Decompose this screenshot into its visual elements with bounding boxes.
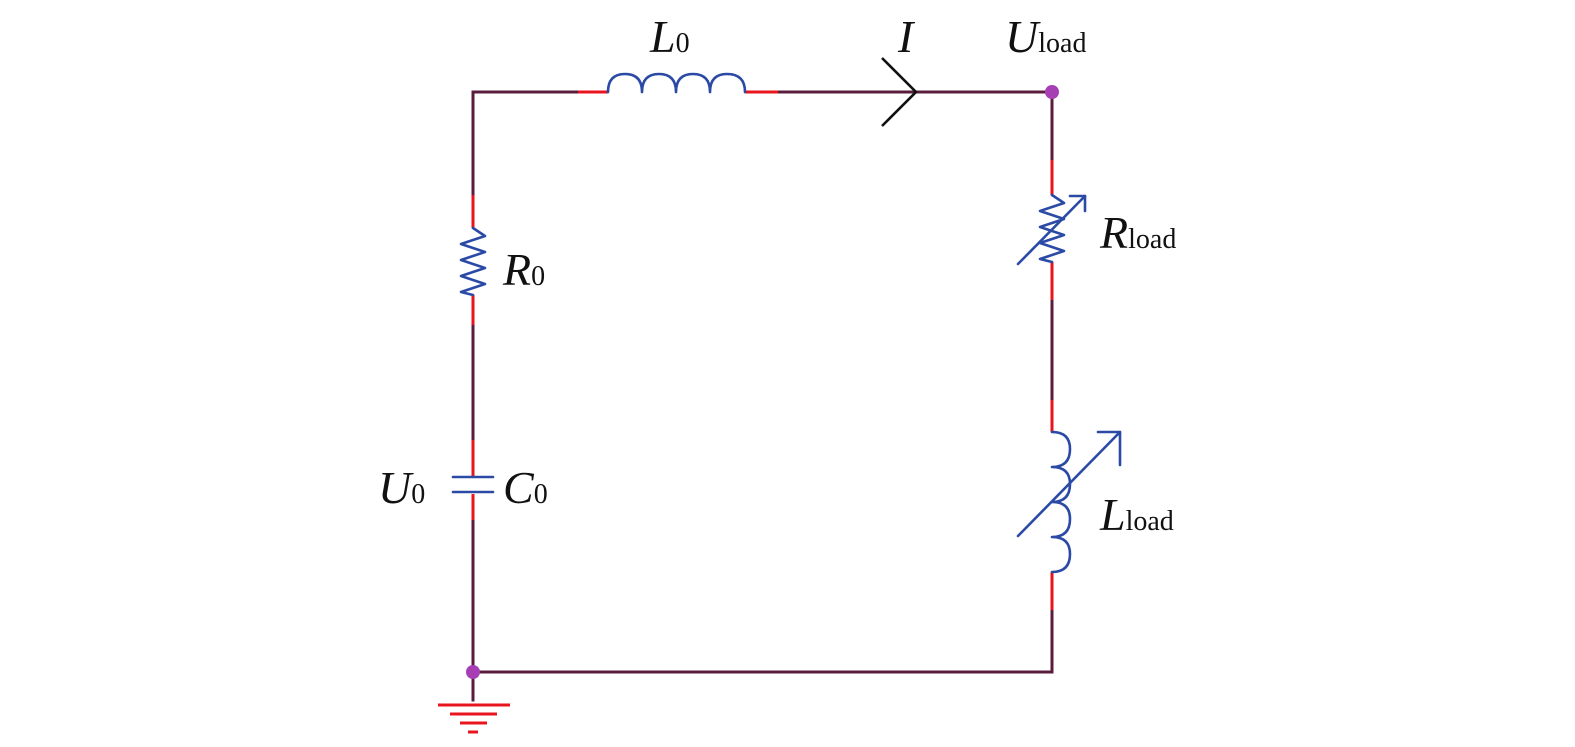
ground-icon — [438, 703, 510, 734]
node-ground — [466, 665, 480, 679]
current-arrow-icon — [881, 57, 918, 127]
label-u-load: Uload — [1005, 11, 1087, 62]
label-current: I — [898, 11, 914, 62]
variable-resistor-icon — [1016, 193, 1087, 266]
label-r0: R0 — [503, 244, 546, 295]
label-u0: U0 — [378, 462, 426, 513]
label-r-load: Rload — [1100, 207, 1177, 258]
variable-inductor-icon — [1016, 430, 1122, 574]
wires — [471, 90, 1054, 702]
node-u-load — [1045, 85, 1059, 99]
resistor-icon — [459, 226, 487, 297]
capacitor-icon — [451, 475, 495, 494]
label-c0: C0 — [503, 462, 548, 513]
label-l-load: Lload — [1100, 489, 1174, 540]
label-l0: L0 — [650, 11, 690, 62]
inductor-icon — [606, 72, 747, 94]
component-leads — [471, 90, 1054, 610]
